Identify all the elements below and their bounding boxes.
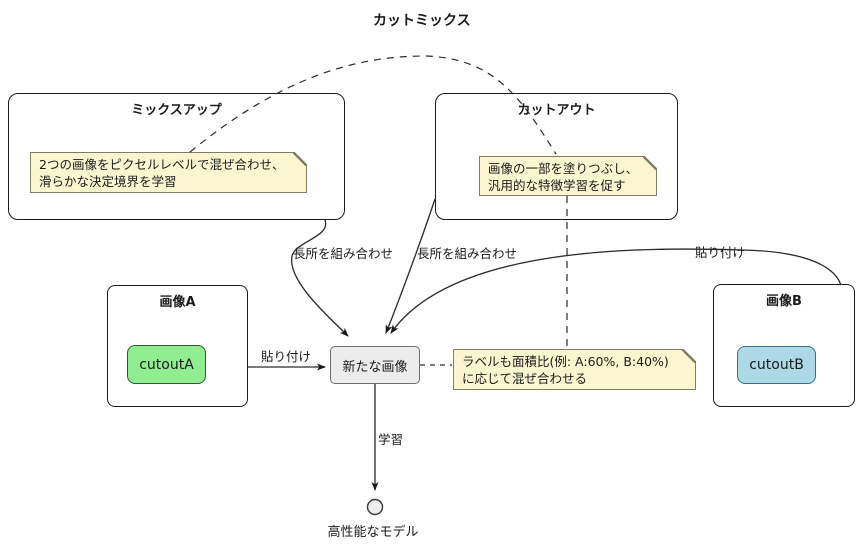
edge-label-learn: 学習 bbox=[378, 432, 404, 447]
mixup-note: 2つの画像をピクセルレベルで混ぜ合わせ、 滑らかな決定境界を学習 bbox=[30, 152, 307, 193]
note-fold-icon bbox=[293, 152, 307, 166]
new-image-node: 新たな画像 bbox=[330, 346, 420, 384]
mixup-note-line1: 2つの画像をピクセルレベルで混ぜ合わせ、 bbox=[39, 157, 285, 172]
label-ratio-line2: に応じて混ぜ合わせる bbox=[462, 371, 588, 386]
model-terminal-circle bbox=[366, 498, 384, 516]
edge-label-paste-a: 貼り付け bbox=[261, 349, 312, 364]
cutout-note-line1: 画像の一部を塗りつぶし、 bbox=[488, 161, 639, 176]
note-fold-icon bbox=[682, 349, 696, 363]
cutout-a-patch: cutoutA bbox=[127, 345, 206, 384]
edge-mixup-to-new-image bbox=[291, 219, 349, 337]
model-terminal-label: 高性能なモデル bbox=[327, 525, 419, 540]
label-ratio-line1: ラベルも面積比(例: A:60%, B:40%) bbox=[462, 354, 669, 369]
image-b-title: 画像B bbox=[766, 294, 802, 309]
edge-cutout-to-new-image bbox=[385, 198, 436, 334]
new-image-label: 新たな画像 bbox=[342, 359, 408, 375]
cutout-b-patch: cutoutB bbox=[737, 346, 816, 384]
cutout-note-line2: 汎用的な特徴学習を促す bbox=[488, 178, 626, 193]
cutout-b-label: cutoutB bbox=[749, 357, 804, 373]
diagram-title: カットミックス bbox=[373, 13, 471, 29]
label-ratio-note: ラベルも面積比(例: A:60%, B:40%) に応じて混ぜ合わせる bbox=[453, 349, 696, 390]
cutout-a-label: cutoutA bbox=[139, 356, 194, 373]
cutout-note: 画像の一部を塗りつぶし、 汎用的な特徴学習を促す bbox=[479, 156, 657, 196]
mixup-note-line2: 滑らかな決定境界を学習 bbox=[39, 174, 177, 189]
edge-label-paste-b: 貼り付け bbox=[695, 245, 746, 260]
image-a-title: 画像A bbox=[159, 295, 196, 310]
edge-label-cutout-combine: 長所を組み合わせ bbox=[417, 246, 518, 261]
note-fold-icon bbox=[643, 156, 657, 170]
edge-label-mixup-combine: 長所を組み合わせ bbox=[293, 246, 394, 261]
mixup-title: ミックスアップ bbox=[131, 103, 222, 118]
cutout-title: カットアウト bbox=[517, 103, 596, 118]
